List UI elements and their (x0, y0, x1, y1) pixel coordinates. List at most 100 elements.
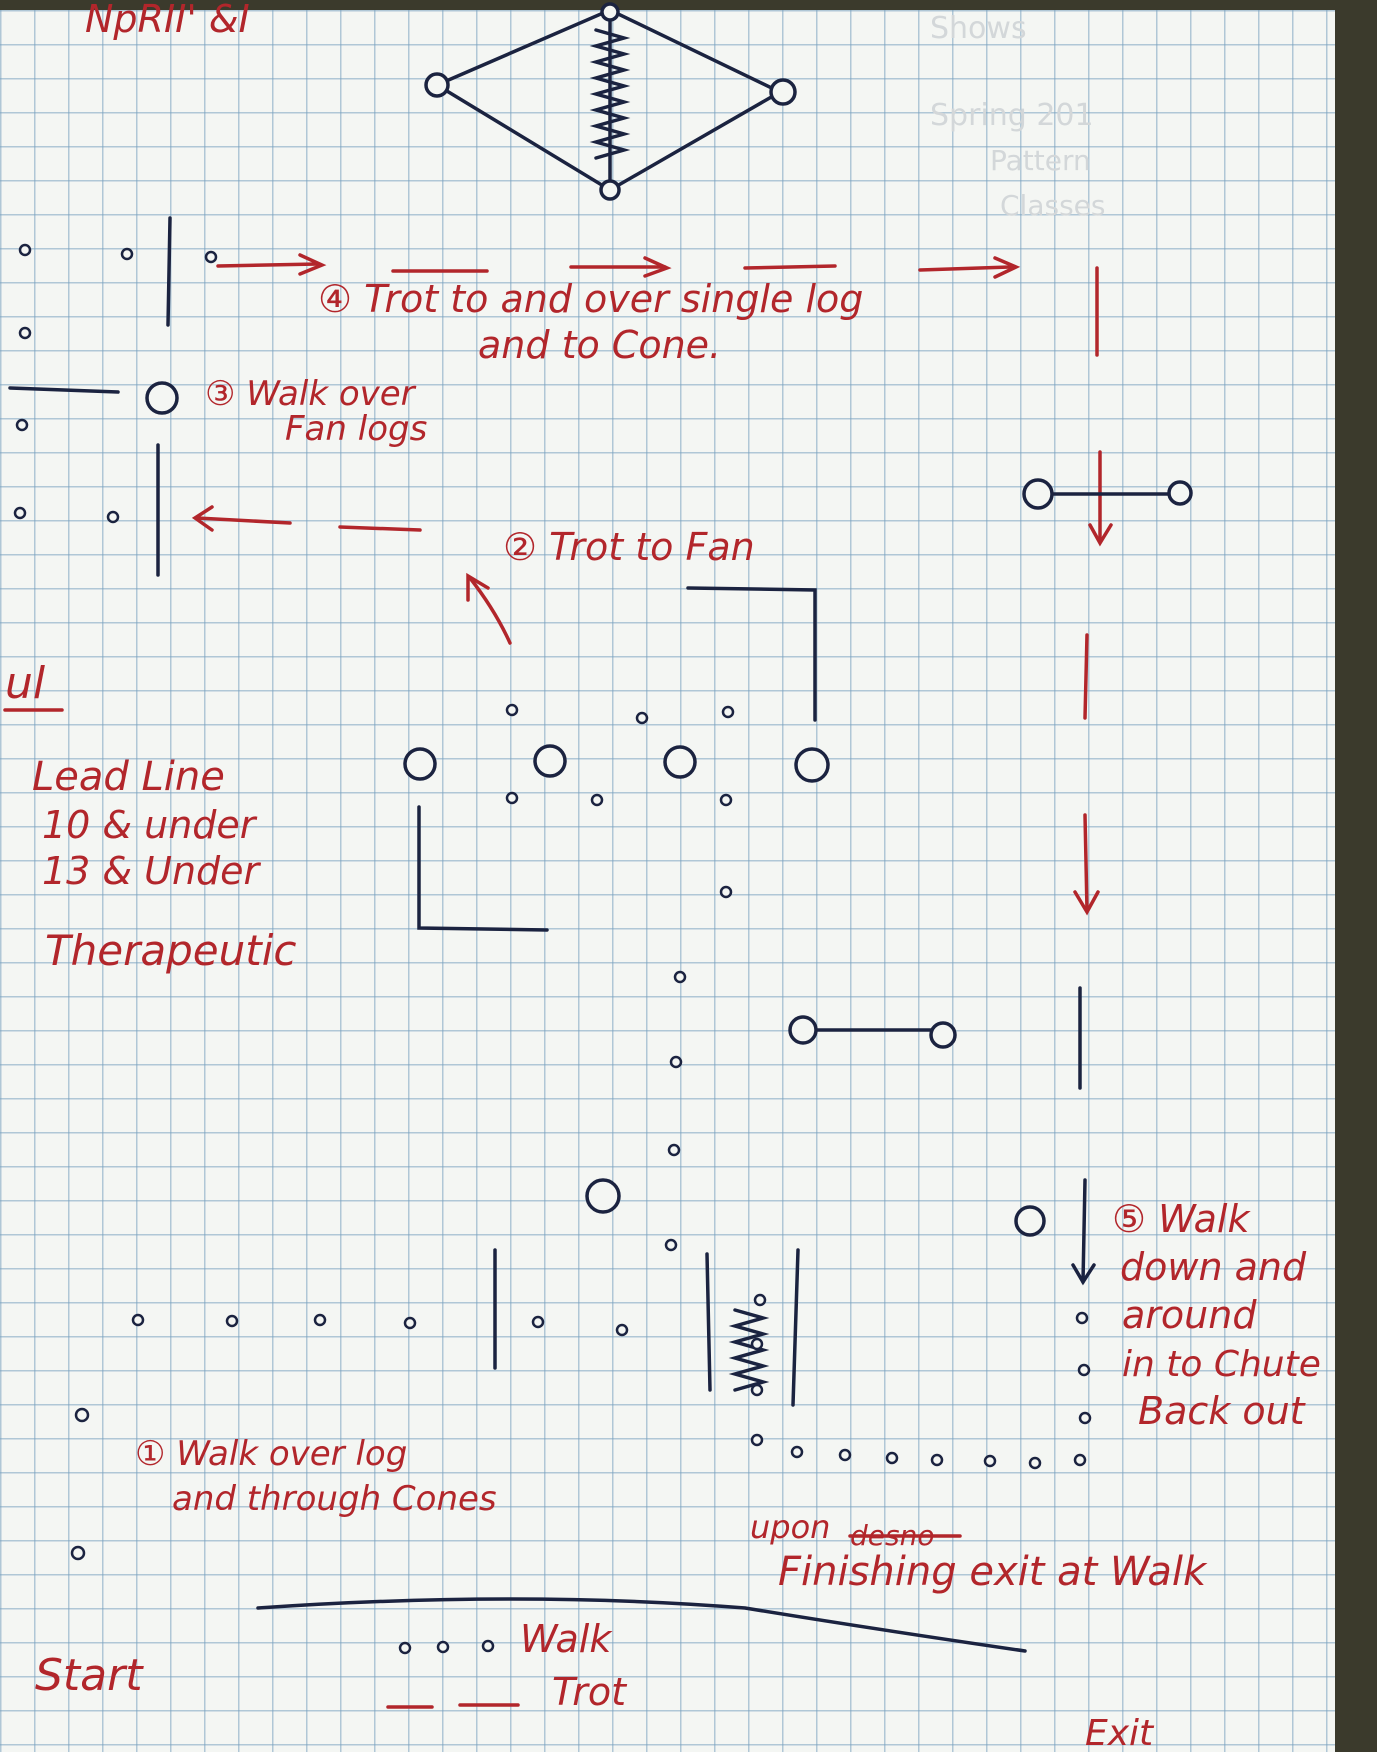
walk-dot (227, 1316, 237, 1326)
step5-line2: down and (1120, 1245, 1307, 1289)
step1-label-line2: and through Cones (172, 1479, 497, 1519)
faded-text-3: Pattern (990, 144, 1091, 177)
legend-walk-dot (438, 1642, 448, 1652)
cone (535, 746, 565, 776)
walk-dot (752, 1435, 762, 1445)
faded-header: Shows Spring 201 Pattern Classes (930, 11, 1105, 222)
finish-note-line2: Finishing exit at Walk (778, 1549, 1208, 1595)
walk-dot (315, 1315, 325, 1325)
cone (426, 74, 448, 96)
class-item-2: 10 & under (42, 803, 258, 847)
walk-dot (1079, 1365, 1089, 1375)
walk-dot (122, 249, 132, 259)
fan-area (10, 218, 216, 575)
corner-log (688, 588, 815, 720)
walk-dot (1080, 1413, 1090, 1423)
walk-dot (133, 1315, 143, 1325)
finish-note-prefix: upon (750, 1508, 830, 1546)
walk-dot (840, 1450, 850, 1460)
cone (1024, 480, 1052, 508)
walk-dot (20, 245, 30, 255)
walk-dot (669, 1145, 679, 1155)
step5-line4: in to Chute (1122, 1344, 1321, 1385)
trot-dash (340, 527, 420, 530)
walk-dot (507, 705, 517, 715)
exit-label: Exit (1085, 1713, 1155, 1752)
step3-label-line1: ③ Walk over (205, 374, 417, 414)
step4-label-line1: ④ Trot to and over single log (318, 277, 863, 321)
step2-path (195, 507, 510, 643)
walk-dot (792, 1447, 802, 1457)
log (10, 388, 118, 392)
cone (587, 1180, 619, 1212)
start-label: Start (35, 1650, 144, 1701)
classes-heading-fragment: ul (5, 658, 46, 709)
corner-log (419, 807, 547, 930)
walk-dot (405, 1318, 415, 1328)
step5-line1: ⑤ Walk (1112, 1197, 1251, 1241)
trot-dash (218, 264, 318, 266)
walk-dot (721, 795, 731, 805)
trot-dash (197, 518, 290, 523)
trot-curve (470, 578, 510, 643)
cone (147, 383, 177, 413)
class-item-4: Therapeutic (45, 926, 296, 975)
walk-line (1085, 815, 1087, 910)
walk-dot (755, 1295, 765, 1305)
chute-rail (793, 1250, 798, 1405)
step3-label-line2: Fan logs (285, 409, 427, 449)
step5-line3: around (1122, 1293, 1257, 1337)
walk-dot (675, 972, 685, 982)
walk-dot (666, 1240, 676, 1250)
legend-walk-label: Walk (520, 1617, 613, 1661)
cone (771, 80, 795, 104)
walk-dot (617, 1325, 627, 1335)
walk-dot (721, 887, 731, 897)
walk-dot (752, 1339, 762, 1349)
step4-label-line2: and to Cone. (478, 323, 721, 367)
walk-dot (108, 512, 118, 522)
legend-trot-label: Trot (552, 1670, 628, 1714)
walk-dot (533, 1317, 543, 1327)
log (1083, 1180, 1085, 1282)
legend-walk-dot (483, 1641, 493, 1651)
cone (790, 1017, 816, 1043)
chute-rail (707, 1254, 710, 1390)
walk-dot (1030, 1458, 1040, 1468)
walk-dot (17, 420, 27, 430)
walk-dot (206, 252, 216, 262)
faded-text-4: Classes (1000, 189, 1105, 222)
cone (796, 749, 828, 781)
step5-label: ⑤ Walk down and around in to Chute Back … (1112, 1197, 1321, 1433)
legend: Walk Trot (388, 1617, 628, 1714)
walk-dot (723, 707, 733, 717)
log (168, 218, 170, 325)
walk-dot (507, 793, 517, 803)
walk-dot (637, 713, 647, 723)
step5-line5: Back out (1138, 1389, 1307, 1433)
legend-walk-dot (400, 1643, 410, 1653)
cone (602, 4, 618, 20)
walk-dot (76, 1409, 88, 1421)
faded-text-1: Shows (930, 11, 1027, 46)
classes-list: ul Lead Line 10 & under 13 & Under Thera… (5, 658, 296, 975)
finish-note: upon desno Finishing exit at Walk (750, 1508, 1208, 1595)
walk-dot (671, 1057, 681, 1067)
cones-area (405, 588, 955, 1250)
chute-zigzag (735, 1310, 763, 1390)
walk-dot (1075, 1455, 1085, 1465)
walk-dot (72, 1547, 84, 1559)
step1-label-line1: ① Walk over log (135, 1434, 407, 1474)
faded-text-2: Spring 201 (930, 98, 1094, 133)
cone (1016, 1207, 1044, 1235)
walk-dot (752, 1385, 762, 1395)
walk-dot (1077, 1313, 1087, 1323)
walk-dot (592, 795, 602, 805)
cone (405, 749, 435, 779)
class-item-1: Lead Line (32, 754, 225, 800)
cone (601, 181, 619, 199)
step4-path (218, 255, 1016, 277)
step2-label: ② Trot to Fan (503, 525, 755, 569)
walk-dot (20, 328, 30, 338)
